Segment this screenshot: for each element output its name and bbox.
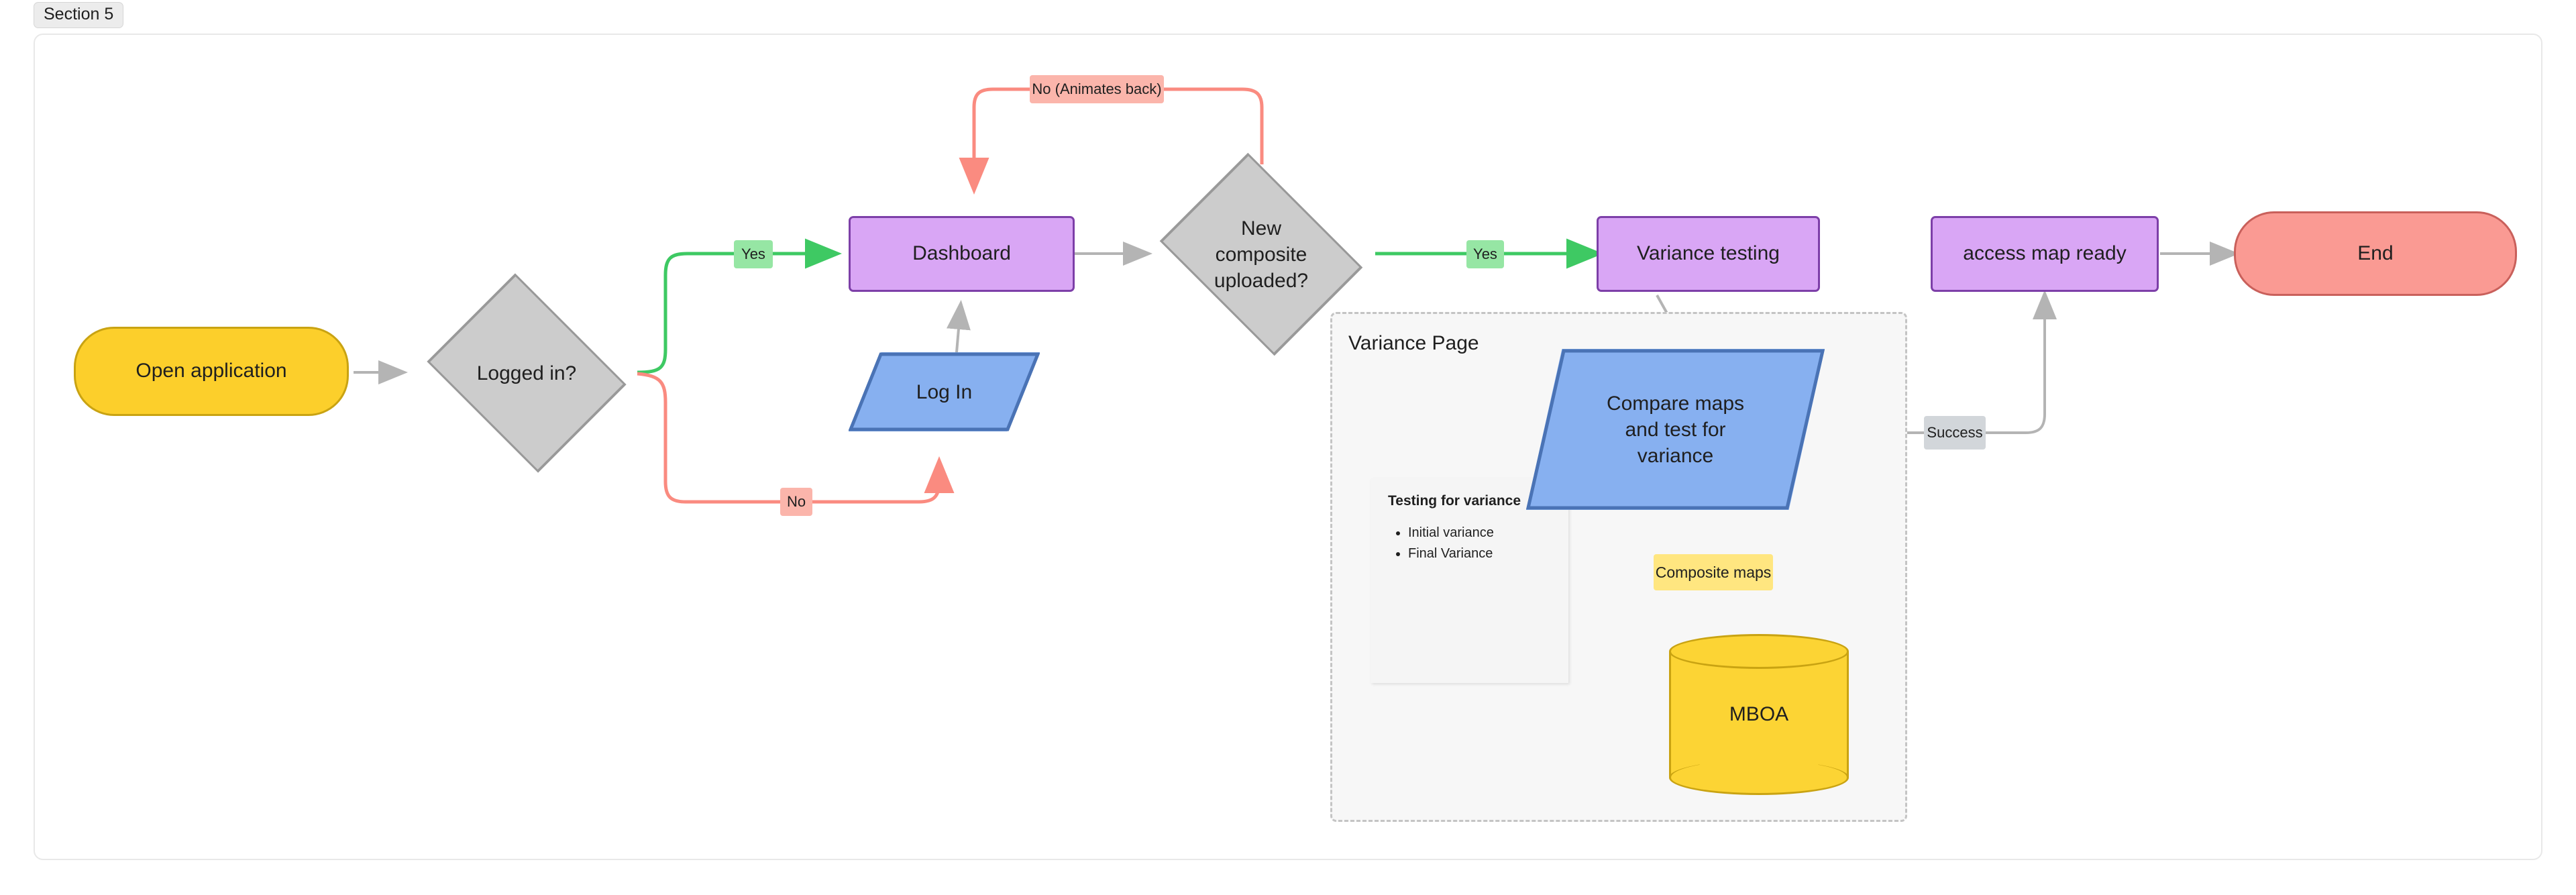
node-access-map-ready-label: access map ready [1963,242,2127,265]
node-compare-maps-label: Compare maps and test for variance [1526,349,1825,510]
new-composite-line-2: composite [1215,243,1307,266]
compare-maps-line-3: variance [1637,444,1714,467]
note-list-item: Initial variance [1408,523,1551,543]
node-new-composite-label: New composite uploaded? [1147,166,1375,342]
compare-maps-parallelogram-shape [1526,349,1825,510]
node-log-in[interactable]: Log In [849,352,1040,431]
compare-maps-line-2: and test for [1625,418,1726,441]
diagram-frame [34,34,2542,860]
node-compare-maps[interactable]: Compare maps and test for variance [1526,349,1825,510]
node-logged-in-label: Logged in? [476,362,577,384]
node-logged-in[interactable]: Logged in? [416,273,637,473]
section-tab[interactable]: Section 5 [34,2,124,28]
node-end-label: End [2357,242,2394,264]
node-log-in-label: Log In [916,380,973,403]
edge-label-no-animates-back: No (Animates back) [1030,75,1164,103]
edge-label-no-login: No [780,488,812,516]
node-open-application-label: Open application [136,360,287,382]
edge-label-yes-composite: Yes [1466,240,1504,268]
node-mboa-database[interactable]: MBOA [1669,634,1849,795]
node-access-map-ready[interactable]: access map ready [1931,216,2159,292]
mboa-cylinder-bottom [1669,760,1849,795]
node-new-composite-uploaded[interactable]: New composite uploaded? [1147,152,1375,356]
new-composite-line-1: New [1240,217,1281,240]
note-list: Initial variance Final Variance [1388,523,1551,564]
new-composite-line-3: uploaded? [1214,269,1309,292]
subgraph-title: Variance Page [1348,332,1479,354]
node-mboa-label: MBOA [1729,703,1789,725]
node-dashboard-label: Dashboard [912,242,1011,265]
edge-label-composite-maps: Composite maps [1654,554,1773,590]
edge-label-success: Success [1924,416,1986,450]
compare-maps-line-1: Compare maps [1606,392,1745,415]
note-title: Testing for variance [1388,493,1521,509]
edge-label-yes-login: Yes [734,240,773,268]
mboa-cylinder-body [1669,651,1849,778]
compare-maps-parallelogram-outline [1526,349,1825,510]
node-end[interactable]: End [2234,211,2517,296]
node-open-application[interactable]: Open application [74,327,349,416]
note-testing-for-variance: Testing for variance Initial variance Fi… [1371,478,1568,683]
node-variance-testing[interactable]: Variance testing [1597,216,1820,292]
node-dashboard[interactable]: Dashboard [849,216,1075,292]
node-variance-testing-label: Variance testing [1637,242,1780,265]
note-list-item: Final Variance [1408,543,1551,564]
